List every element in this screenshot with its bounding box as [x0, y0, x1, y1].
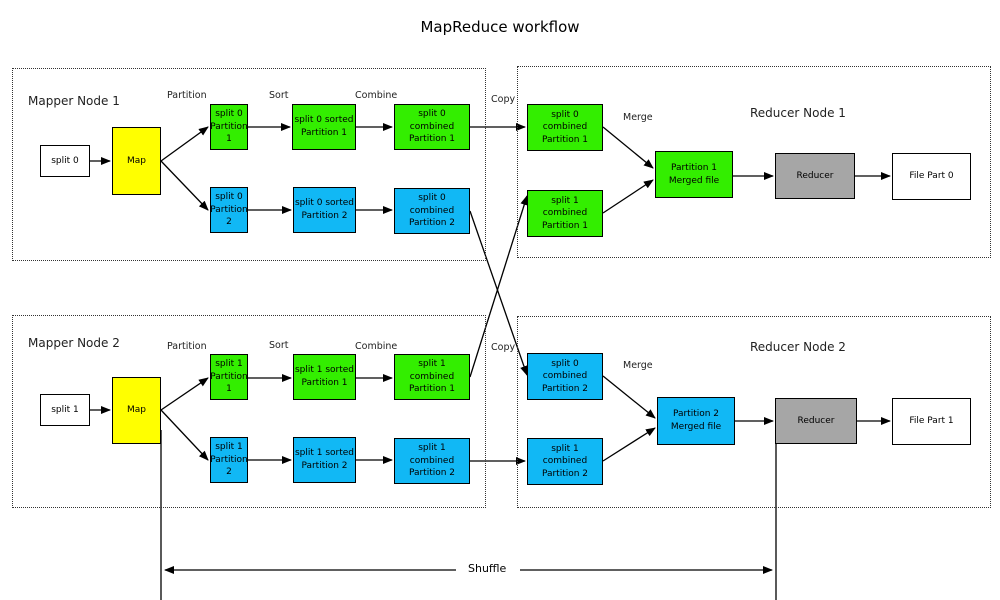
split1-sorted-partition2-box: split 1 sorted Partition 2 [293, 437, 356, 483]
reducer2-input-split0-box: split 0 combined Partition 2 [527, 353, 603, 400]
split0-partition2-box: split 0 Partition 2 [210, 187, 248, 233]
map-box-2: Map [112, 377, 161, 444]
arrow-map1-partition2 [160, 160, 209, 211]
sort-label-2: Sort [269, 340, 289, 351]
split-0-box: split 0 [40, 145, 90, 177]
mapper-node-1-region [12, 68, 486, 261]
partition-label-2: Partition [167, 341, 207, 352]
shuffle-label: Shuffle [456, 562, 519, 575]
arrow-map1-partition1 [160, 126, 209, 162]
reducer-node-2-region [517, 316, 991, 508]
mapper-node-2-label: Mapper Node 2 [28, 336, 120, 350]
file-part-1-box: File Part 1 [892, 398, 971, 445]
reducer-box-2: Reducer [775, 398, 857, 444]
arrow-r1-in0-merge [602, 126, 654, 169]
mapper-node-1-label: Mapper Node 1 [28, 94, 120, 108]
split0-combined-partition2-box: split 0 combined Partition 2 [394, 188, 470, 234]
split1-partition2-box: split 1 Partition 2 [210, 437, 248, 483]
split1-combined-partition1-box: split 1 combined Partition 1 [394, 354, 470, 400]
split0-combined-partition1-box: split 0 combined Partition 1 [394, 104, 470, 150]
split0-sorted-partition1-box: split 0 sorted Partition 1 [292, 104, 356, 150]
arrow-map2-partition2 [160, 409, 209, 461]
reducer1-input-split0-box: split 0 combined Partition 1 [527, 104, 603, 151]
reducer-node-2-label: Reducer Node 2 [750, 340, 846, 354]
arrow-r1-in1-merge [602, 179, 654, 214]
partition2-merged-file-box: Partition 2 Merged file [657, 397, 735, 445]
reducer-node-1-label: Reducer Node 1 [750, 106, 846, 120]
partition1-merged-file-box: Partition 1 Merged file [655, 151, 733, 198]
reducer-box-1: Reducer [775, 153, 855, 199]
combine-label-1: Combine [355, 90, 398, 101]
combine-label-2: Combine [355, 341, 398, 352]
partition-label-1: Partition [167, 90, 207, 101]
split-1-box: split 1 [40, 394, 90, 426]
diagram-title: MapReduce workflow [420, 18, 580, 36]
reducer1-input-split1-box: split 1 combined Partition 1 [527, 190, 603, 237]
split0-partition1-box: split 0 Partition 1 [210, 104, 248, 150]
split1-sorted-partition1-box: split 1 sorted Partition 1 [293, 354, 356, 400]
reducer2-input-split1-box: split 1 combined Partition 2 [527, 438, 603, 485]
sort-label-1: Sort [269, 90, 289, 101]
copy-label-1: Copy [491, 94, 516, 105]
arrow-map2-partition1 [160, 377, 209, 411]
arrow-r2-in0-merge [602, 375, 656, 419]
split1-partition1-box: split 1 Partition 1 [210, 354, 248, 400]
split1-combined-partition2-box: split 1 combined Partition 2 [394, 438, 470, 484]
reducer-node-1-region [517, 66, 991, 258]
mapper-node-2-region [12, 315, 486, 508]
file-part-0-box: File Part 0 [892, 153, 971, 200]
copy-label-2: Copy [491, 342, 516, 353]
split0-sorted-partition2-box: split 0 sorted Partition 2 [293, 187, 356, 233]
merge-label-1: Merge [623, 112, 653, 123]
merge-label-2: Merge [623, 360, 653, 371]
arrow-r2-in1-merge [602, 427, 656, 462]
map-box-1: Map [112, 127, 161, 195]
